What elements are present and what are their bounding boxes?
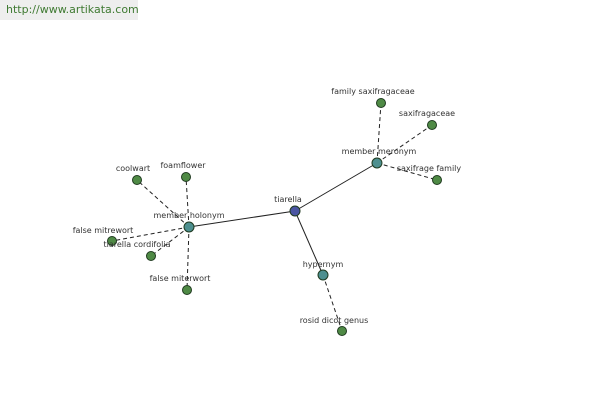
node-label[interactable]: false mitrewort bbox=[73, 226, 134, 235]
node-marker[interactable] bbox=[132, 175, 142, 185]
node-label[interactable]: member meronym bbox=[342, 147, 417, 156]
node-marker[interactable] bbox=[289, 205, 301, 217]
node-member-holonym[interactable]: member holonym bbox=[153, 211, 225, 233]
node-marker[interactable] bbox=[432, 175, 442, 185]
node-marker[interactable] bbox=[376, 98, 386, 108]
node-label[interactable]: saxifragaceae bbox=[399, 109, 455, 118]
node-label[interactable]: false miterwort bbox=[150, 274, 211, 283]
edge-member-holonym-to-false-mitrewort-1 bbox=[111, 226, 190, 242]
node-saxifragaceae[interactable]: saxifragaceae bbox=[399, 109, 455, 130]
node-foamflower[interactable]: foamflower bbox=[160, 161, 206, 182]
node-coolwart[interactable]: coolwart bbox=[116, 164, 150, 185]
node-label[interactable]: member holonym bbox=[153, 211, 224, 220]
node-marker[interactable] bbox=[317, 269, 329, 281]
edge-member-holonym-to-false-miterwort bbox=[186, 226, 190, 291]
node-family-saxifragaceae[interactable]: family saxifragaceae bbox=[331, 87, 415, 108]
edge-tiarella-to-hypernym bbox=[294, 210, 324, 276]
edge-member-meronym-to-saxifrage-family bbox=[376, 162, 438, 181]
node-marker[interactable] bbox=[181, 172, 191, 182]
node-label[interactable]: family saxifragaceae bbox=[331, 87, 414, 96]
node-label[interactable]: rosid dicot genus bbox=[300, 316, 369, 325]
site-url-link[interactable]: http://www.artikata.com bbox=[6, 3, 139, 16]
node-tiarella-cordifolia[interactable]: tiarella cordifolia bbox=[104, 240, 171, 261]
edge-member-holonym-to-coolwart bbox=[136, 179, 190, 228]
node-marker[interactable] bbox=[182, 285, 192, 295]
node-label[interactable]: tiarella cordifolia bbox=[104, 240, 171, 249]
node-marker[interactable] bbox=[427, 120, 437, 130]
node-member-meronym[interactable]: member meronym bbox=[342, 147, 417, 169]
edge-hypernym-to-rosid-dicot-genus bbox=[322, 274, 343, 332]
edge-member-meronym-to-family-saxifragaceae bbox=[376, 102, 382, 164]
node-marker[interactable] bbox=[183, 221, 195, 233]
node-rosid-dicot-genus[interactable]: rosid dicot genus bbox=[300, 316, 369, 336]
node-tiarella[interactable]: tiarella bbox=[274, 195, 302, 217]
graph-nodes: tiarella member meronym member holonym hype… bbox=[73, 87, 462, 336]
node-saxifrage-family[interactable]: saxifrage family bbox=[397, 164, 462, 185]
node-label[interactable]: saxifrage family bbox=[397, 164, 462, 173]
node-label[interactable]: tiarella bbox=[274, 195, 302, 204]
edge-member-holonym-to-tiarella-cordifolia bbox=[150, 226, 190, 257]
node-marker[interactable] bbox=[337, 326, 347, 336]
node-marker[interactable] bbox=[371, 157, 383, 169]
url-banner: http://www.artikata.com bbox=[0, 0, 139, 20]
graph-edges bbox=[111, 102, 438, 332]
node-false-miterwort[interactable]: false miterwort bbox=[150, 274, 211, 295]
node-label[interactable]: coolwart bbox=[116, 164, 150, 173]
node-marker[interactable] bbox=[107, 236, 117, 246]
node-marker[interactable] bbox=[146, 251, 156, 261]
edge-member-holonym-to-foamflower bbox=[185, 176, 190, 228]
edge-tiarella-to-member-holonym bbox=[188, 210, 296, 228]
edge-tiarella-to-member-meronym bbox=[294, 162, 378, 212]
node-label[interactable]: foamflower bbox=[160, 161, 206, 170]
node-hypernym[interactable]: hypernym bbox=[303, 260, 344, 281]
node-false-mitrewort-1[interactable]: false mitrewort bbox=[73, 226, 134, 246]
edge-member-meronym-to-saxifragaceae bbox=[376, 124, 433, 164]
node-label[interactable]: hypernym bbox=[303, 260, 344, 269]
